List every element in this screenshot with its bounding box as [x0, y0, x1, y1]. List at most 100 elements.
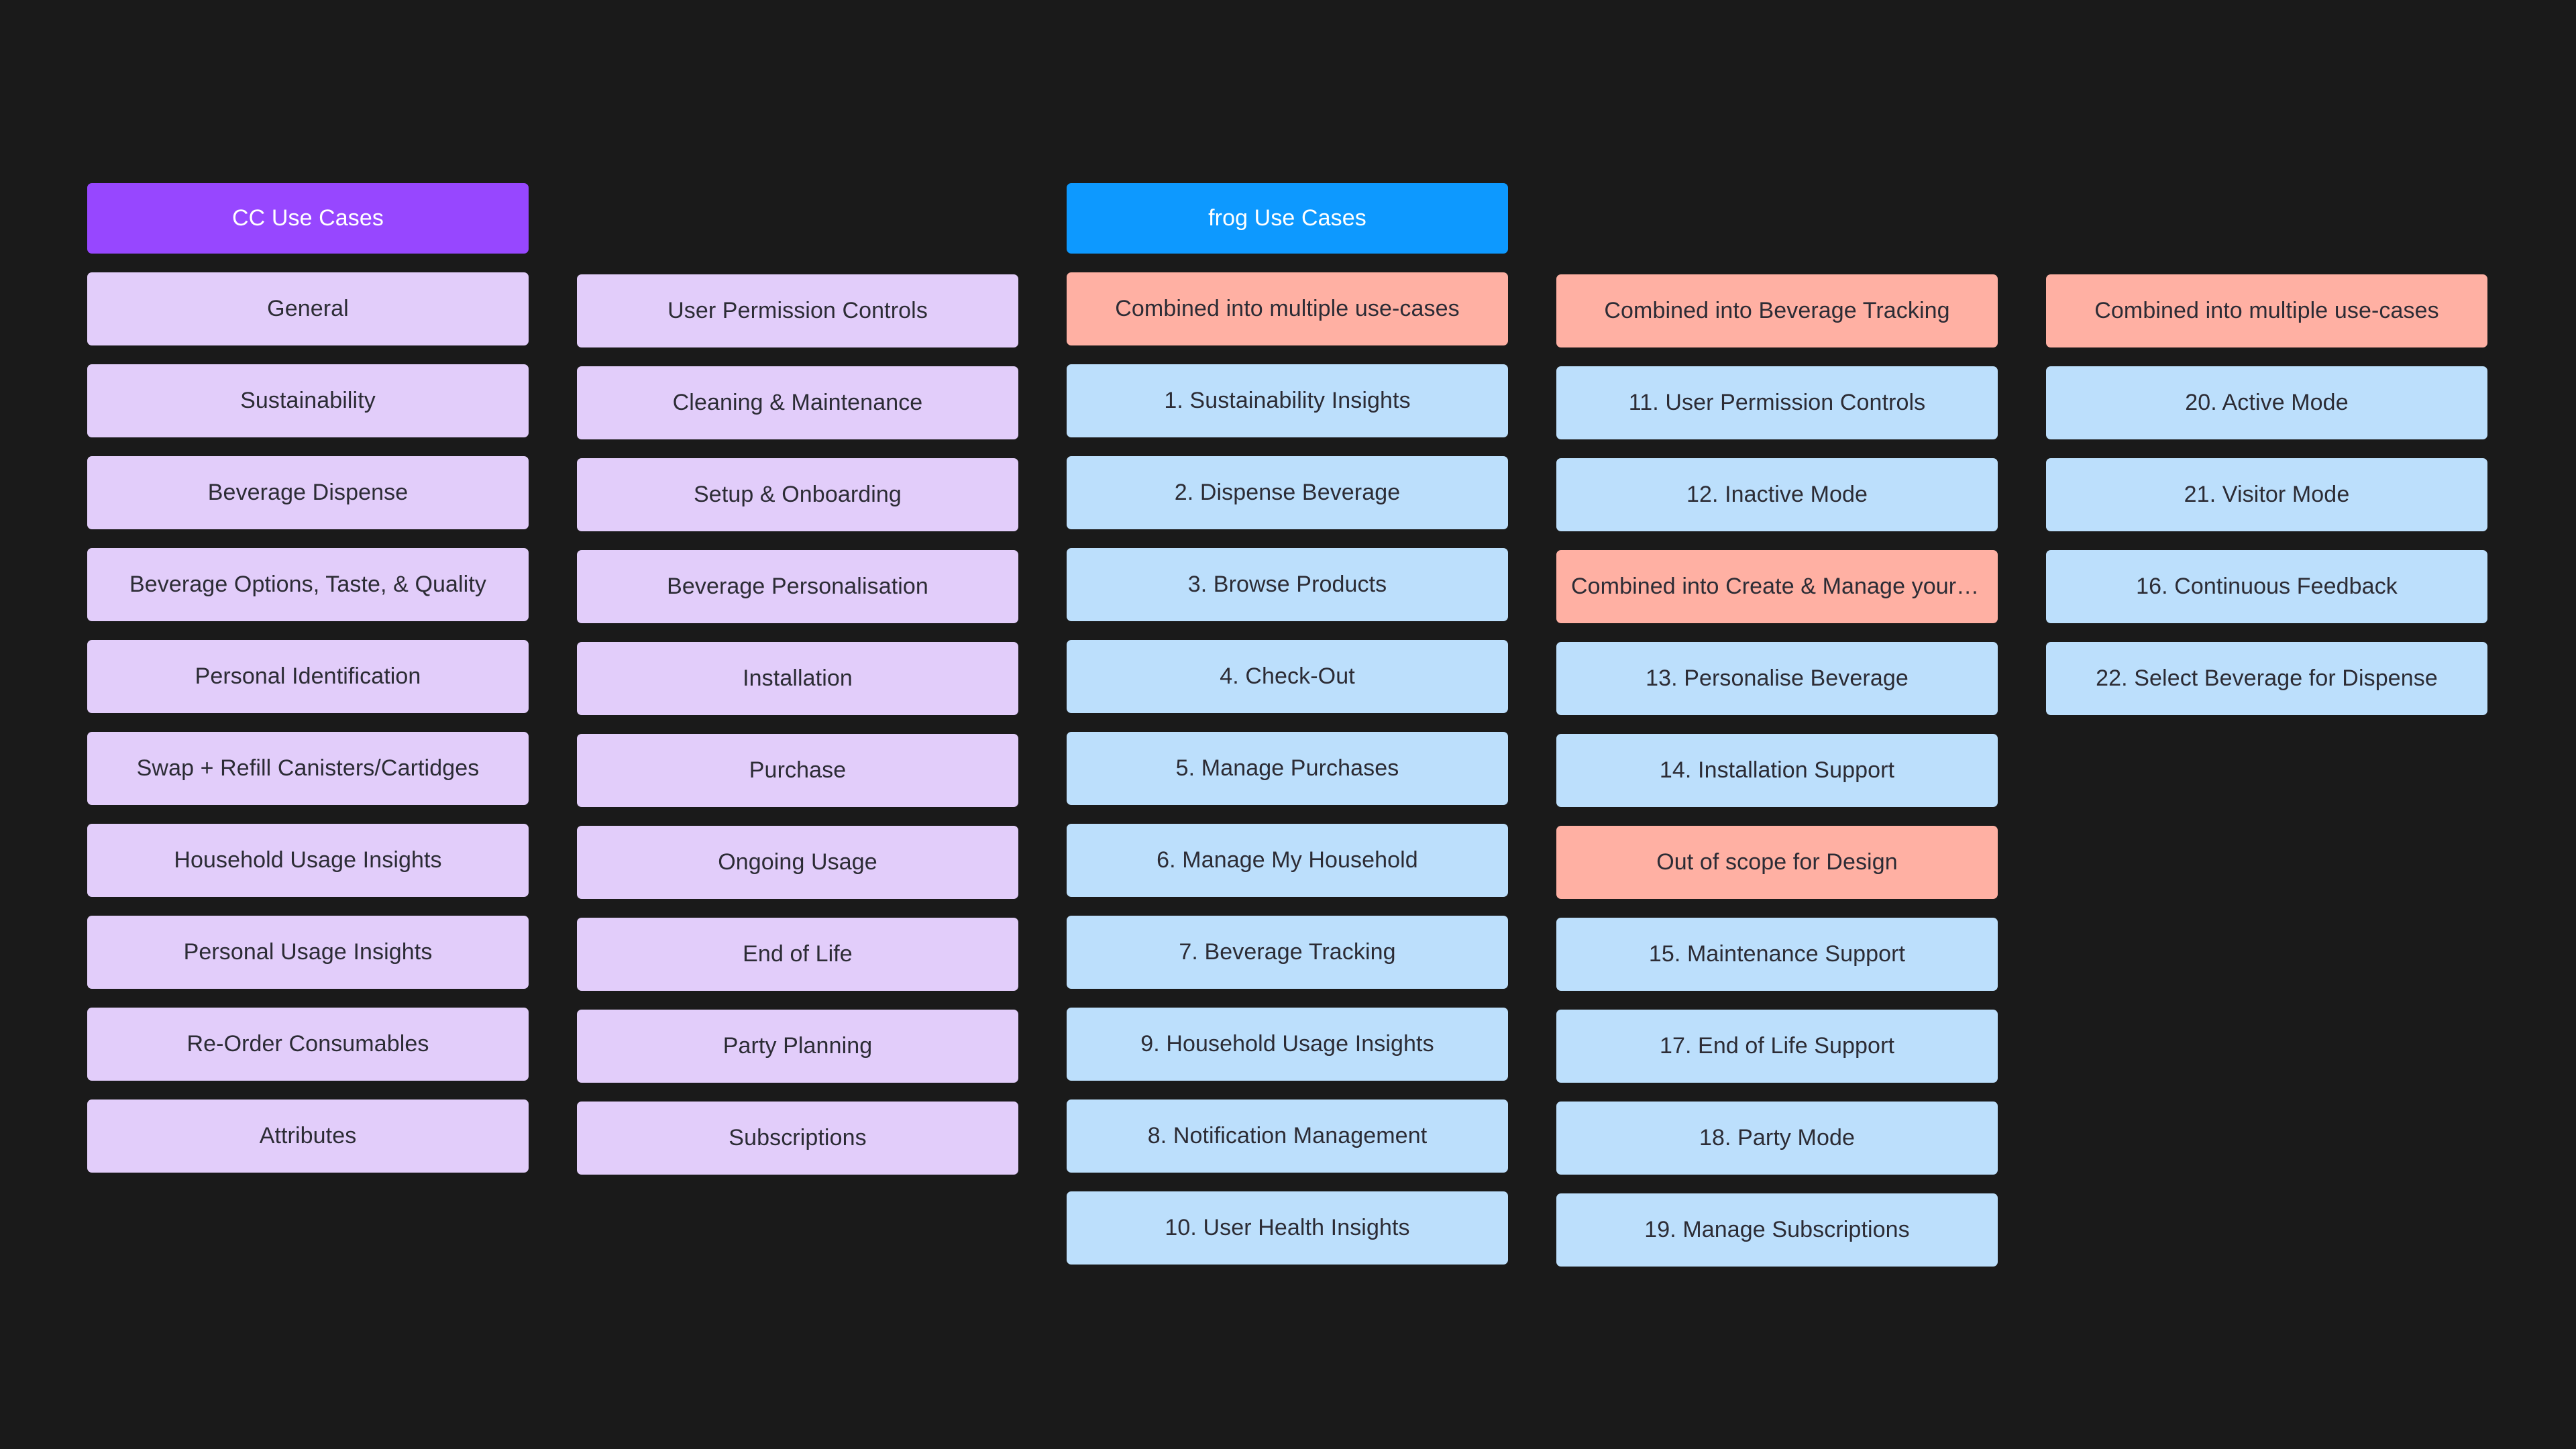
- use-case-card-label: Re-Order Consumables: [186, 1030, 429, 1057]
- use-case-card-label: 22. Select Beverage for Dispense: [2096, 665, 2438, 691]
- use-case-card[interactable]: 22. Select Beverage for Dispense: [2046, 642, 2487, 715]
- use-case-card-label: 14. Installation Support: [1659, 757, 1895, 783]
- use-case-card-label: Purchase: [749, 757, 847, 783]
- use-case-card-label: 2. Dispense Beverage: [1174, 479, 1401, 505]
- use-case-card[interactable]: Beverage Personalisation: [577, 550, 1018, 623]
- use-case-card-label: Attributes: [259, 1122, 357, 1148]
- use-case-card-label: 3. Browse Products: [1187, 571, 1387, 597]
- use-case-card-label: 8. Notification Management: [1147, 1122, 1428, 1148]
- use-case-card[interactable]: Ongoing Usage: [577, 826, 1018, 899]
- use-case-card-label: 5. Manage Purchases: [1175, 755, 1399, 781]
- use-case-card-label: Personal Usage Insights: [183, 938, 433, 965]
- use-case-card-label: 1. Sustainability Insights: [1164, 387, 1411, 413]
- use-case-card-label: 13. Personalise Beverage: [1646, 665, 1909, 691]
- use-case-card[interactable]: Installation: [577, 642, 1018, 715]
- use-case-card[interactable]: 5. Manage Purchases: [1067, 732, 1508, 805]
- use-case-card-label: Installation: [743, 665, 853, 691]
- use-case-card[interactable]: 11. User Permission Controls: [1556, 366, 1998, 439]
- use-case-card-label: 17. End of Life Support: [1659, 1032, 1895, 1059]
- use-case-card[interactable]: User Permission Controls: [577, 274, 1018, 347]
- use-case-card-label: User Permission Controls: [667, 297, 928, 323]
- use-case-card-label: 21. Visitor Mode: [2184, 481, 2350, 507]
- use-case-card-label: 10. User Health Insights: [1165, 1214, 1410, 1240]
- column-header-label: frog Use Cases: [1208, 205, 1366, 231]
- use-case-card[interactable]: Cleaning & Maintenance: [577, 366, 1018, 439]
- use-case-card[interactable]: 21. Visitor Mode: [2046, 458, 2487, 531]
- use-case-card-label: End of Life: [743, 941, 853, 967]
- use-case-card-label: Ongoing Usage: [718, 849, 877, 875]
- use-case-card[interactable]: 6. Manage My Household: [1067, 824, 1508, 897]
- use-case-card-label: 11. User Permission Controls: [1628, 389, 1926, 415]
- use-case-card[interactable]: 16. Continuous Feedback: [2046, 550, 2487, 623]
- column-header-cc-use-cases-col-1[interactable]: CC Use Cases: [87, 183, 529, 254]
- use-case-card[interactable]: 15. Maintenance Support: [1556, 918, 1998, 991]
- use-case-card[interactable]: Personal Identification: [87, 640, 529, 713]
- use-case-card-label: Combined into multiple use-cases: [2094, 297, 2439, 323]
- use-case-card[interactable]: Combined into multiple use-cases: [2046, 274, 2487, 347]
- use-case-card-label: Beverage Options, Taste, & Quality: [129, 571, 486, 597]
- use-case-card[interactable]: 14. Installation Support: [1556, 734, 1998, 807]
- use-case-card[interactable]: 3. Browse Products: [1067, 548, 1508, 621]
- use-case-card[interactable]: 2. Dispense Beverage: [1067, 456, 1508, 529]
- use-case-card-label: 15. Maintenance Support: [1648, 941, 1906, 967]
- use-case-card[interactable]: Subscriptions: [577, 1102, 1018, 1175]
- use-case-card[interactable]: Combined into Create & Manage your H...: [1556, 550, 1998, 623]
- use-case-card[interactable]: Attributes: [87, 1099, 529, 1173]
- use-case-card-label: Party Planning: [722, 1032, 873, 1059]
- use-case-card[interactable]: 20. Active Mode: [2046, 366, 2487, 439]
- use-case-card[interactable]: 1. Sustainability Insights: [1067, 364, 1508, 437]
- use-case-card-label: Setup & Onboarding: [694, 481, 902, 507]
- use-case-card[interactable]: Out of scope for Design: [1556, 826, 1998, 899]
- use-case-card[interactable]: Party Planning: [577, 1010, 1018, 1083]
- use-case-card-label: 20. Active Mode: [2185, 389, 2349, 415]
- use-case-card-label: Household Usage Insights: [174, 847, 442, 873]
- use-case-card-label: Combined into multiple use-cases: [1115, 295, 1460, 321]
- use-case-card[interactable]: Swap + Refill Canisters/Cartidges: [87, 732, 529, 805]
- use-case-card-label: Cleaning & Maintenance: [672, 389, 923, 415]
- use-case-card-label: Out of scope for Design: [1656, 849, 1898, 875]
- use-case-card[interactable]: Sustainability: [87, 364, 529, 437]
- use-case-card[interactable]: Combined into Beverage Tracking: [1556, 274, 1998, 347]
- use-case-card-label: Swap + Refill Canisters/Cartidges: [136, 755, 480, 781]
- use-case-card[interactable]: 18. Party Mode: [1556, 1102, 1998, 1175]
- use-case-card[interactable]: Personal Usage Insights: [87, 916, 529, 989]
- column-header-label: CC Use Cases: [231, 205, 384, 231]
- use-case-card[interactable]: 19. Manage Subscriptions: [1556, 1193, 1998, 1267]
- use-case-card[interactable]: 17. End of Life Support: [1556, 1010, 1998, 1083]
- column-frog-use-cases-col-2: Combined into Beverage Tracking 11. User …: [1556, 183, 1998, 1267]
- use-case-card[interactable]: 7. Beverage Tracking: [1067, 916, 1508, 989]
- use-case-card[interactable]: 10. User Health Insights: [1067, 1191, 1508, 1265]
- use-case-card[interactable]: Household Usage Insights: [87, 824, 529, 897]
- use-case-card-label: 9. Household Usage Insights: [1140, 1030, 1434, 1057]
- use-case-card[interactable]: General: [87, 272, 529, 345]
- use-case-card-label: 7. Beverage Tracking: [1179, 938, 1396, 965]
- use-case-card-label: Personal Identification: [195, 663, 421, 689]
- use-case-card[interactable]: Purchase: [577, 734, 1018, 807]
- use-case-card-label: 12. Inactive Mode: [1686, 481, 1868, 507]
- use-case-card[interactable]: Re-Order Consumables: [87, 1008, 529, 1081]
- use-case-card-label: Beverage Dispense: [207, 479, 409, 505]
- use-case-card[interactable]: End of Life: [577, 918, 1018, 991]
- column-frog-use-cases-col-3: Combined into multiple use-cases 20. Acti…: [2046, 183, 2487, 715]
- use-case-card[interactable]: 9. Household Usage Insights: [1067, 1008, 1508, 1081]
- use-case-card[interactable]: Beverage Dispense: [87, 456, 529, 529]
- use-case-card-label: 18. Party Mode: [1699, 1124, 1855, 1150]
- use-case-card[interactable]: 13. Personalise Beverage: [1556, 642, 1998, 715]
- use-case-card[interactable]: Beverage Options, Taste, & Quality: [87, 548, 529, 621]
- use-case-card[interactable]: Setup & Onboarding: [577, 458, 1018, 531]
- use-case-card-label: General: [267, 295, 349, 321]
- use-case-card[interactable]: 8. Notification Management: [1067, 1099, 1508, 1173]
- use-case-card-label: Subscriptions: [729, 1124, 867, 1150]
- use-case-card-label: 19. Manage Subscriptions: [1644, 1216, 1910, 1242]
- use-case-card[interactable]: Combined into multiple use-cases: [1067, 272, 1508, 345]
- use-case-card-label: Combined into Create & Manage your H...: [1571, 573, 1983, 599]
- use-case-card-label: 16. Continuous Feedback: [2136, 573, 2398, 599]
- use-case-card[interactable]: 4. Check-Out: [1067, 640, 1508, 713]
- use-case-card[interactable]: 12. Inactive Mode: [1556, 458, 1998, 531]
- column-header-frog-use-cases-col-1[interactable]: frog Use Cases: [1067, 183, 1508, 254]
- use-case-card-label: 6. Manage My Household: [1157, 847, 1418, 873]
